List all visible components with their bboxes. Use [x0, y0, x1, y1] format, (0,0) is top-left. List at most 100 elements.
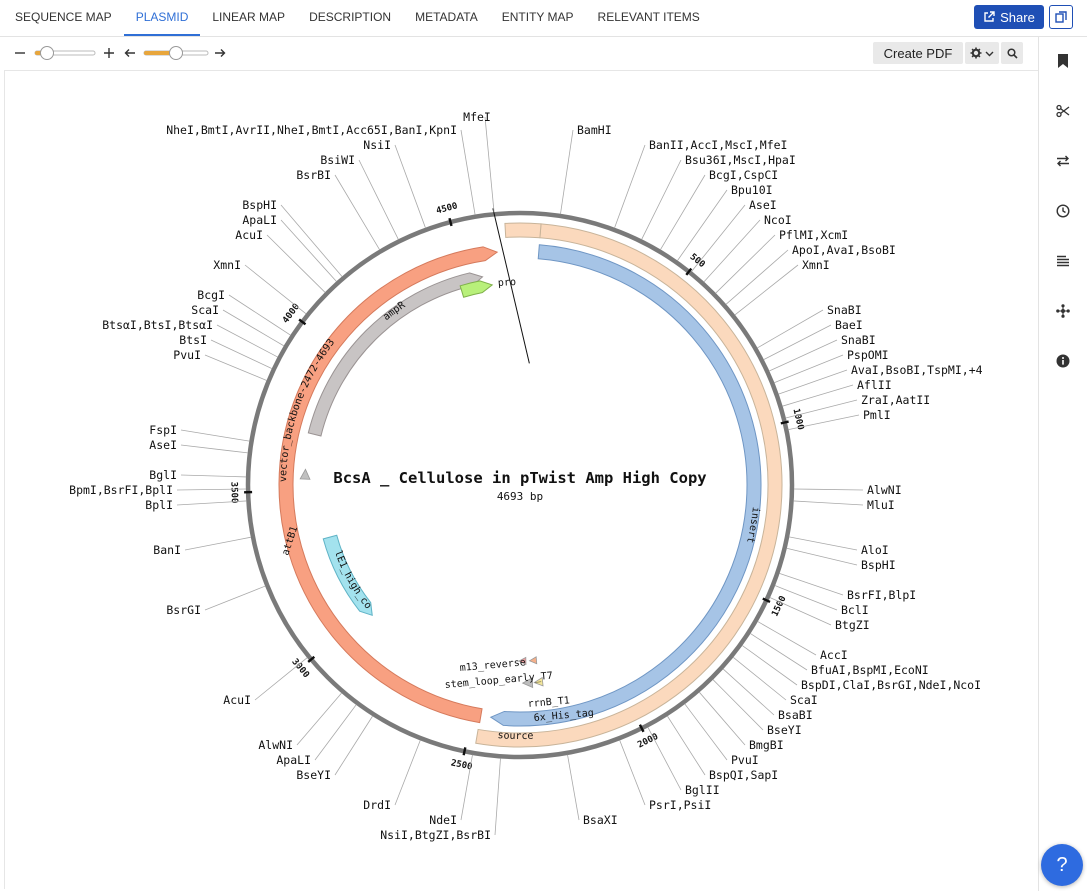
site-label-pspomi-14[interactable]: PspOMI: [847, 348, 889, 362]
tab-plasmid[interactable]: PLASMID: [123, 0, 201, 36]
site-label-bspqi-sapi-34[interactable]: BspQI,SapI: [709, 768, 778, 782]
zoom-out-button[interactable]: [12, 43, 28, 63]
tab-sequence-map[interactable]: SEQUENCE MAP: [15, 10, 112, 24]
zoom-in-button[interactable]: [101, 43, 117, 63]
site-label-avai-bsobi-tspmi-4-15[interactable]: AvaI,BsoBI,TspMI,+4: [851, 363, 983, 377]
settings-dropdown-button[interactable]: [965, 42, 999, 64]
site-label-apali-42[interactable]: ApaLI: [276, 753, 311, 767]
site-label-bamhi-1[interactable]: BamHI: [577, 123, 612, 137]
copy-button[interactable]: [1049, 5, 1073, 29]
site-label-mfei-0[interactable]: MfeI: [463, 110, 491, 124]
site-label-btgzi-25[interactable]: BtgZI: [835, 618, 870, 632]
tab-entity-map[interactable]: ENTITY MAP: [501, 10, 574, 24]
site-label-bts-i-btsi-bts-i-54[interactable]: BtsαI,BtsI,BtsαI: [102, 318, 213, 332]
site-label-scai-29[interactable]: ScaI: [790, 693, 818, 707]
feature-attB1[interactable]: [299, 468, 311, 480]
search-button[interactable]: [1001, 42, 1023, 64]
site-label-asei-50[interactable]: AseI: [149, 438, 177, 452]
site-label-bspdi-clai-bsrgi-ndei-ncoi-28[interactable]: BspDI,ClaI,BsrGI,NdeI,NcoI: [801, 678, 981, 692]
site-label-bsabi-30[interactable]: BsaBI: [778, 708, 813, 722]
feature-rrnB-T1[interactable]: [521, 677, 534, 689]
site-label-pvui-33[interactable]: PvuI: [731, 753, 759, 767]
site-label-bsphi-22[interactable]: BspHI: [861, 558, 896, 572]
rotate-slider[interactable]: [142, 45, 210, 61]
feature-source-2[interactable]: [504, 222, 542, 239]
site-label-pflmi-xcmi-8[interactable]: PflMI,XcmI: [779, 228, 848, 242]
feature-ampR[interactable]: [307, 272, 484, 437]
site-label-baei-12[interactable]: BaeI: [835, 318, 863, 332]
site-label-bpli-47[interactable]: BplI: [145, 498, 173, 512]
site-label-nsii-63[interactable]: NsiI: [363, 138, 391, 152]
site-label-drdi-40[interactable]: DrdI: [363, 798, 391, 812]
site-label-bsphi-60[interactable]: BspHI: [242, 198, 277, 212]
sidebar-history-button[interactable]: [1053, 201, 1073, 221]
plasmid-map[interactable]: insertsourcevector_backbone-2472-4693amp…: [2, 63, 1035, 886]
site-label-bani-46[interactable]: BanI: [153, 543, 181, 557]
tab-metadata[interactable]: METADATA: [415, 10, 478, 24]
rotate-left-button[interactable]: [122, 43, 138, 63]
zoom-slider[interactable]: [33, 45, 97, 61]
help-button[interactable]: ?: [1041, 844, 1083, 886]
feature-vector-backbone[interactable]: [278, 246, 499, 724]
site-label-btsi-53[interactable]: BtsI: [179, 333, 207, 347]
site-label-aloi-21[interactable]: AloI: [861, 543, 889, 557]
rotate-slider-handle[interactable]: [169, 46, 183, 60]
site-label-alwni-43[interactable]: AlwNI: [258, 738, 293, 752]
site-label-bfuai-bspmi-econi-27[interactable]: BfuAI,BspMI,EcoNI: [811, 663, 929, 677]
share-button[interactable]: Share: [974, 5, 1044, 29]
site-label-bmgbi-32[interactable]: BmgBI: [749, 738, 784, 752]
site-label-bsaxi-37[interactable]: BsaXI: [583, 813, 618, 827]
site-label-mlui-20[interactable]: MluI: [867, 498, 895, 512]
feature-insert[interactable]: [489, 244, 762, 727]
site-label-bsrgi-45[interactable]: BsrGI: [166, 603, 201, 617]
site-label-psri-psii-36[interactable]: PsrI,PsiI: [649, 798, 711, 812]
site-label-nsii-btgzi-bsrbi-38[interactable]: NsiI,BtgZI,BsrBI: [380, 828, 491, 842]
site-label-bsrbi-61[interactable]: BsrBI: [296, 168, 331, 182]
sidebar-fields-button[interactable]: [1053, 251, 1073, 271]
site-label-acui-44[interactable]: AcuI: [223, 693, 251, 707]
site-label-aflii-16[interactable]: AflII: [857, 378, 892, 392]
site-label-bpmi-bsrfi-bpli-48[interactable]: BpmI,BsrFI,BplI: [69, 483, 173, 497]
site-label-bpu10i-5[interactable]: Bpu10I: [731, 183, 773, 197]
site-label-bsiwi-62[interactable]: BsiWI: [320, 153, 355, 167]
site-label-alwni-19[interactable]: AlwNI: [867, 483, 902, 497]
site-label-acui-58[interactable]: AcuI: [235, 228, 263, 242]
site-label-bseyi-31[interactable]: BseYI: [767, 723, 802, 737]
site-label-nhei-bmti-avrii-nhei-bmti-acc65i-bani-kpni-64[interactable]: NheI,BmtI,AvrII,NheI,BmtI,Acc65I,BanI,Kp…: [166, 123, 457, 137]
site-label-bcgi-56[interactable]: BcgI: [197, 288, 225, 302]
site-label-ndei-39[interactable]: NdeI: [429, 813, 457, 827]
site-label-fspi-51[interactable]: FspI: [149, 423, 177, 437]
site-label-acci-26[interactable]: AccI: [820, 648, 848, 662]
feature-colE1[interactable]: [322, 534, 373, 617]
site-label-pmli-18[interactable]: PmlI: [863, 408, 891, 422]
tab-description[interactable]: DESCRIPTION: [309, 10, 392, 24]
sidebar-bookmark-button[interactable]: [1053, 51, 1073, 71]
site-label-banii-acci-msci-mfei-2[interactable]: BanII,AccI,MscI,MfeI: [649, 138, 787, 152]
sidebar-transfer-button[interactable]: [1053, 151, 1073, 171]
site-label-bseyi-41[interactable]: BseYI: [296, 768, 331, 782]
site-label-pvui-52[interactable]: PvuI: [173, 348, 201, 362]
feature-source[interactable]: [475, 223, 783, 748]
zoom-slider-handle[interactable]: [40, 46, 54, 60]
create-pdf-button[interactable]: Create PDF: [873, 42, 963, 64]
site-label-bglii-35[interactable]: BglII: [685, 783, 720, 797]
feature-stem-loop[interactable]: [528, 656, 538, 665]
site-label-snabi-11[interactable]: SnaBI: [827, 303, 862, 317]
site-label-bcgi-cspci-4[interactable]: BcgI,CspCI: [709, 168, 778, 182]
site-label-scai-55[interactable]: ScaI: [191, 303, 219, 317]
site-label-bcli-24[interactable]: BclI: [841, 603, 869, 617]
site-label-snabi-13[interactable]: SnaBI: [841, 333, 876, 347]
site-label-apali-59[interactable]: ApaLI: [242, 213, 277, 227]
feature-His-tag[interactable]: [517, 656, 527, 666]
sidebar-dependencies-button[interactable]: [1053, 301, 1073, 321]
feature-AmpR-promoter[interactable]: [459, 280, 494, 298]
site-label-bsrfi-blpi-23[interactable]: BsrFI,BlpI: [847, 588, 916, 602]
site-label-bgli-49[interactable]: BglI: [149, 468, 177, 482]
site-label-apoi-avai-bsobi-9[interactable]: ApoI,AvaI,BsoBI: [792, 243, 896, 257]
rotate-right-button[interactable]: [212, 43, 228, 63]
site-label-xmni-10[interactable]: XmnI: [802, 258, 830, 272]
site-label-bsu36i-msci-hpai-3[interactable]: Bsu36I,MscI,HpaI: [685, 153, 796, 167]
site-label-zrai-aatii-17[interactable]: ZraI,AatII: [861, 393, 930, 407]
feature-m13-reverse[interactable]: [533, 676, 544, 687]
